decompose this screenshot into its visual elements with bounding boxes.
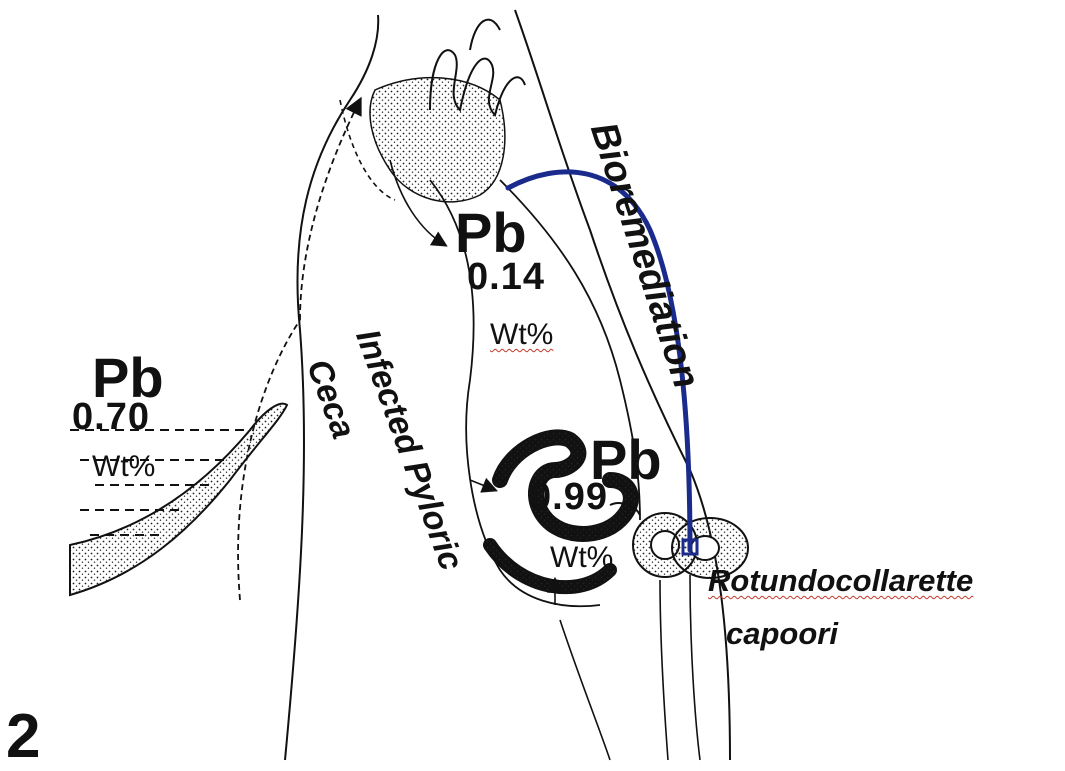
- species-name-line1: Rotundocollarette: [708, 565, 973, 596]
- pb-intestine-element: Pb: [455, 205, 527, 261]
- pb-water-unit: Wt%: [92, 452, 155, 482]
- pb-intestine-value: 0.14: [467, 258, 545, 296]
- pb-worm-value: 0.99: [530, 478, 608, 516]
- pb-worm-unit: Wt%: [550, 543, 613, 573]
- species-name-line2: capoori: [726, 618, 838, 649]
- pb-intestine-unit: Wt%: [490, 320, 553, 350]
- pb-water-value: 0.70: [72, 398, 150, 436]
- figure-number: 2: [6, 706, 40, 768]
- stomach-stippled: [370, 78, 505, 202]
